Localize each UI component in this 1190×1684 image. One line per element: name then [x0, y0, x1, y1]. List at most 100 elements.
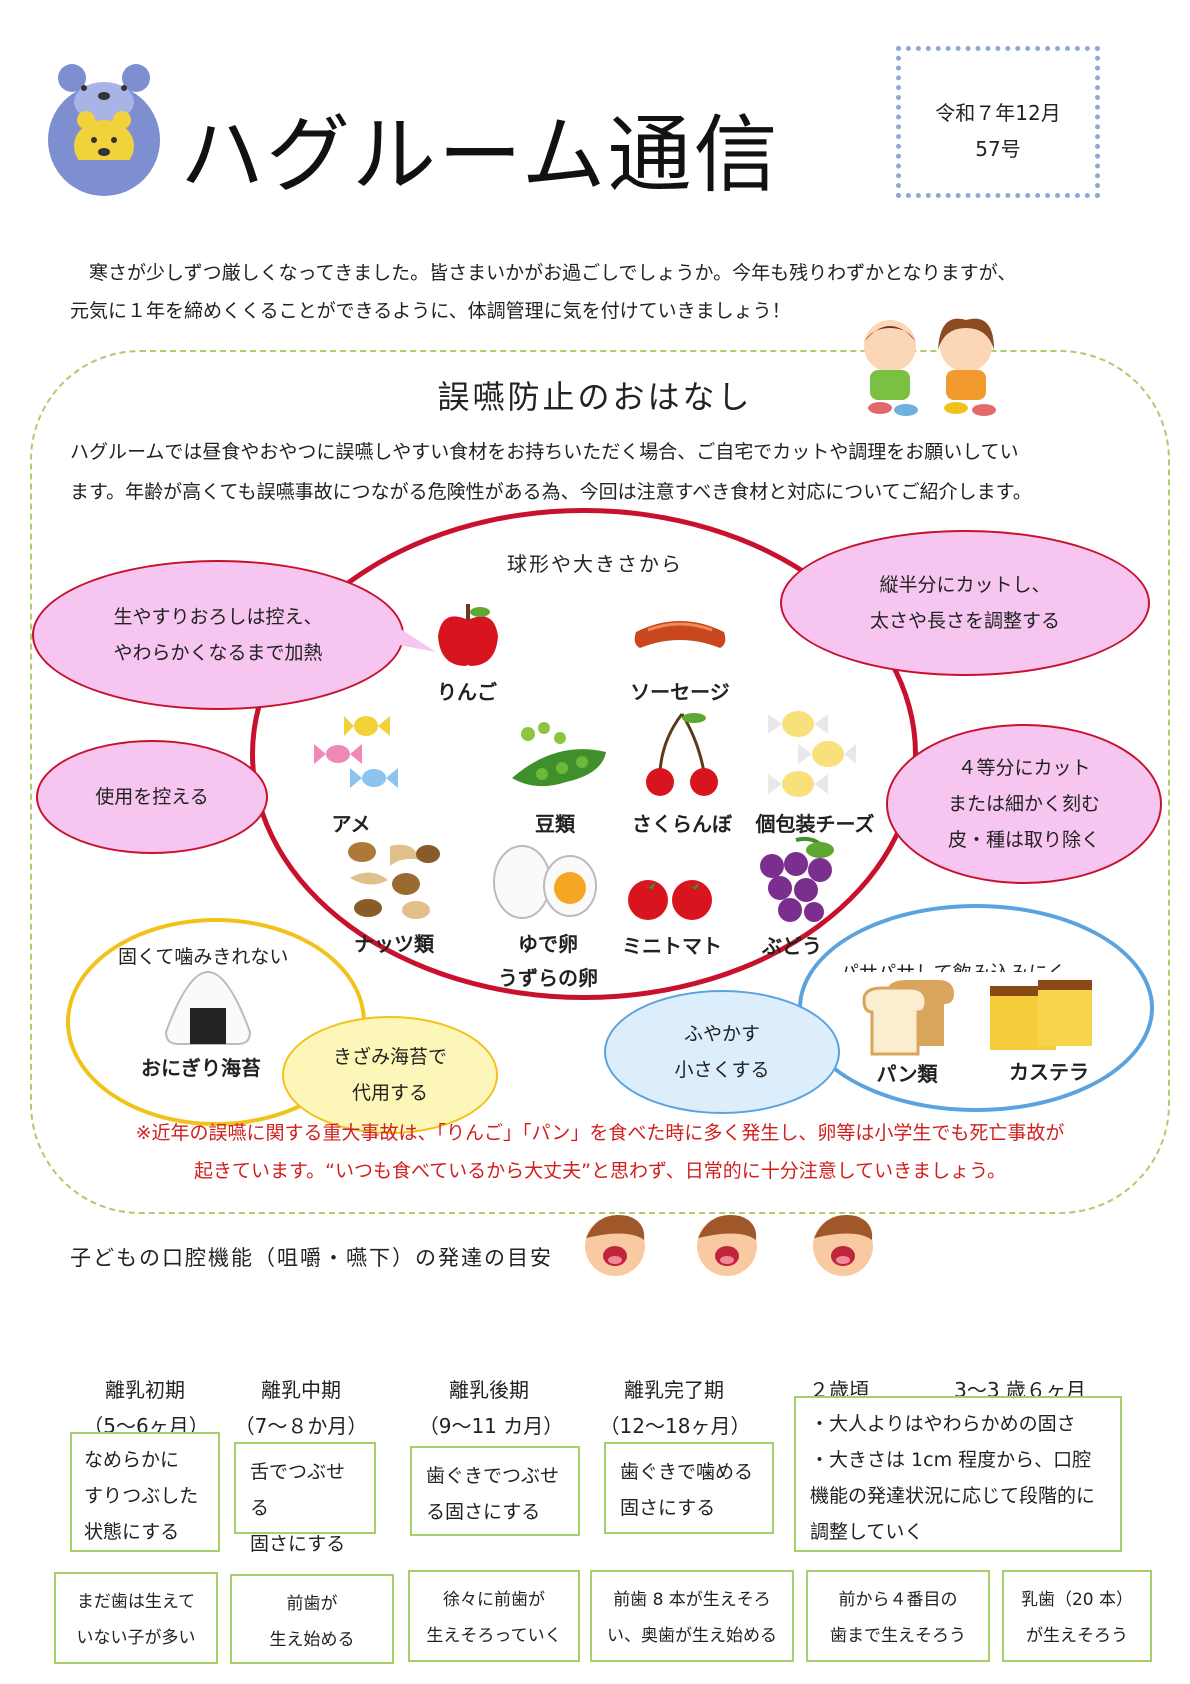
bubble-sausage-line-2: 太さや長さを調整する: [869, 610, 1060, 632]
sausage-icon: [628, 614, 732, 660]
teeth-box-middle: 前歯が 生え始める: [230, 1574, 394, 1664]
section-paragraph-line-1: ハグルームでは昼食やおやつに誤嚥しやすい食材をお持ちいただく場合、ご自宅でカット…: [70, 441, 1019, 463]
intro-text: 寒さが少しずつ厳しくなってきました。皆さまいかがお過ごしでしょうか。今年も残りわ…: [70, 254, 1130, 330]
food-label-cheese: 個包装チーズ: [755, 812, 875, 836]
bubble-sausage-line-1: 縦半分にカットし、: [879, 574, 1051, 596]
teeth-2years-line-2: 歯まで生えそろう: [830, 1626, 966, 1646]
teeth-complete-line-1: 前歯 8 本が生えそろ: [613, 1590, 771, 1610]
food-label-apple: りんご: [437, 680, 497, 704]
section-heading: 誤嚥防止のおはなし: [437, 378, 753, 416]
stage-name-late: 離乳後期: [449, 1378, 529, 1402]
bubble-candy-advice: 使用を控える: [36, 740, 268, 854]
bread-icon: [858, 980, 958, 1060]
issue-number: 57号: [975, 137, 1021, 161]
dry-foods-label: パサパサして飲み込みにく: [840, 958, 1120, 972]
food-label-castella: カステラ: [1009, 1060, 1089, 1084]
bubble-cut-line-2: または細かく刻む: [947, 793, 1100, 815]
warning-line-1: ※近年の誤嚥に関する重大事故は、「りんご」「パン」を食べた時に多く発生し、卵等は…: [135, 1122, 1065, 1144]
teeth-box-complete: 前歯 8 本が生えそろ い、奥歯が生え始める: [590, 1570, 794, 1662]
section-paragraph: ハグルームでは昼食やおやつに誤嚥しやすい食材をお持ちいただく場合、ご自宅でカット…: [70, 432, 1130, 512]
texture-early-line-1: なめらかに: [84, 1449, 180, 1471]
bubble-soak-line-2: 小さくする: [674, 1059, 770, 1081]
bubble-cut-line-3: 皮・種は取り除く: [947, 829, 1100, 851]
texture-complete-line-1: 歯ぐきで噛める: [620, 1461, 754, 1483]
food-label-onigiri: おにぎり海苔: [141, 1056, 261, 1080]
cherry-tomato-icon: [622, 868, 718, 928]
issue-date: 令和７年12月: [935, 101, 1061, 125]
texture-early-line-2: すりつぶした: [84, 1485, 199, 1507]
bubble-apple-advice: 生やすりおろしは控え、やわらかくなるまで加熱: [32, 560, 404, 710]
food-label-boiled-egg: ゆで卵: [518, 932, 578, 956]
teeth-late-line-1: 徐々に前歯が: [443, 1590, 545, 1610]
food-label-cherry: さくらんぼ: [632, 812, 732, 836]
bubble-apple-line-1: 生やすりおろしは控え、: [113, 606, 323, 628]
teeth-3years-line-2: が生えそろう: [1026, 1626, 1128, 1646]
teeth-box-3years: 乳歯（20 本） が生えそろう: [1002, 1570, 1152, 1662]
development-title: 子どもの口腔機能（咀嚼・嚥下）の発達の目安: [70, 1246, 553, 1270]
bubble-apple-line-2: やわらかくなるまで加熱: [113, 642, 323, 664]
bubble-soak-advice: ふやかす小さくする: [604, 990, 840, 1114]
food-label-bread: パン類: [876, 1062, 938, 1086]
egg-icon: [490, 840, 600, 924]
texture-box-late: 歯ぐきでつぶせ る固さにする: [410, 1446, 580, 1536]
teeth-3years-line-1: 乳歯（20 本）: [1020, 1590, 1134, 1610]
bubble-soak-line-1: ふやかす: [683, 1023, 760, 1045]
child-face-icon: [690, 1210, 764, 1282]
stage-age-middle: （7〜８か月）: [234, 1414, 368, 1438]
bubble-nori-line-2: 代用する: [351, 1082, 428, 1104]
child-face-icon: [578, 1210, 652, 1282]
issue-date-box: 令和７年12月 57号: [896, 46, 1100, 198]
bubble-cut-advice: ４等分にカットまたは細かく刻む皮・種は取り除く: [886, 724, 1162, 884]
food-label-cherry-tomato: ミニトマト: [622, 934, 722, 958]
teeth-box-late: 徐々に前歯が 生えそろっていく: [408, 1570, 580, 1662]
bubble-nori-advice: きざみ海苔で代用する: [282, 1016, 498, 1134]
teeth-box-2years: 前から４番目の 歯まで生えそろう: [806, 1570, 990, 1662]
onigiri-icon: [158, 968, 258, 1052]
apple-icon: [432, 602, 504, 674]
intro-line-2: 元気に１年を締めくくることができるように、体調管理に気を付けていきましょう！: [70, 300, 791, 322]
choking-prevention-section: [30, 350, 1170, 1214]
texture-later-line-3: 機能の発達状況に応じて段階的に: [810, 1485, 1096, 1507]
dry-foods-circle: [798, 904, 1154, 1112]
texture-later-line-4: 調整していく: [810, 1521, 924, 1543]
bubble-sausage-advice: 縦半分にカットし、太さや長さを調整する: [780, 530, 1150, 676]
teeth-early-line-2: いない子が多い: [76, 1628, 196, 1648]
bear-mascot-icon: [44, 60, 164, 200]
nuts-icon: [340, 836, 444, 926]
teeth-complete-line-2: い、奥歯が生え始める: [607, 1626, 777, 1646]
bubble-nori-line-1: きざみ海苔で: [332, 1046, 447, 1068]
intro-line-1: 寒さが少しずつ厳しくなってきました。皆さまいかがお過ごしでしょうか。今年も残りわ…: [70, 262, 1017, 284]
bubble-tail: [390, 618, 440, 658]
teeth-middle-line-2: 生え始める: [269, 1630, 355, 1650]
bubble-candy-text: 使用を控える: [95, 786, 209, 808]
texture-middle-line-1: 舌でつぶせる: [250, 1461, 346, 1519]
grape-icon: [752, 836, 844, 936]
beans-icon: [506, 722, 610, 798]
bubble-cut-line-1: ４等分にカット: [957, 757, 1091, 779]
circle-caption: 球形や大きさから: [507, 552, 683, 576]
texture-early-line-3: 状態にする: [84, 1521, 180, 1543]
section-paragraph-line-2: ます。年齢が高くても誤嚥事故につながる危険性がある為、今回は注意すべき食材と対応…: [70, 481, 1032, 503]
texture-late-line-2: る固さにする: [426, 1501, 541, 1523]
food-label-candy: アメ: [331, 812, 371, 836]
warning-note: ※近年の誤嚥に関する重大事故は、「りんご」「パン」を食べた時に多く発生し、卵等は…: [70, 1114, 1130, 1190]
food-label-sausage: ソーセージ: [630, 680, 730, 704]
texture-late-line-1: 歯ぐきでつぶせ: [426, 1465, 560, 1487]
stage-name-early: 離乳初期: [105, 1378, 185, 1402]
teeth-2years-line-1: 前から４番目の: [838, 1590, 958, 1610]
texture-later-line-2: ・大きさは 1cm 程度から、口腔: [810, 1449, 1092, 1471]
stage-name-middle: 離乳中期: [261, 1378, 341, 1402]
cherry-icon: [642, 710, 726, 804]
castella-icon: [986, 978, 1096, 1058]
food-label-nuts: ナッツ類: [354, 932, 434, 956]
children-eating-icon: [848, 316, 1018, 424]
texture-box-early: なめらかに すりつぶした 状態にする: [70, 1432, 220, 1552]
texture-box-later: ・大人よりはやわらかめの固さ ・大きさは 1cm 程度から、口腔 機能の発達状況…: [794, 1396, 1122, 1552]
texture-complete-line-2: 固さにする: [620, 1497, 716, 1519]
page-title: ハグルーム通信: [180, 106, 780, 204]
food-label-grape: ぶどう: [762, 934, 822, 958]
food-label-quail-egg: うずらの卵: [498, 966, 598, 990]
texture-box-middle: 舌でつぶせる 固さにする: [234, 1442, 376, 1555]
teeth-box-early: まだ歯は生えて いない子が多い: [54, 1572, 218, 1664]
hard-foods-label: 固くて噛みきれない: [118, 946, 289, 968]
